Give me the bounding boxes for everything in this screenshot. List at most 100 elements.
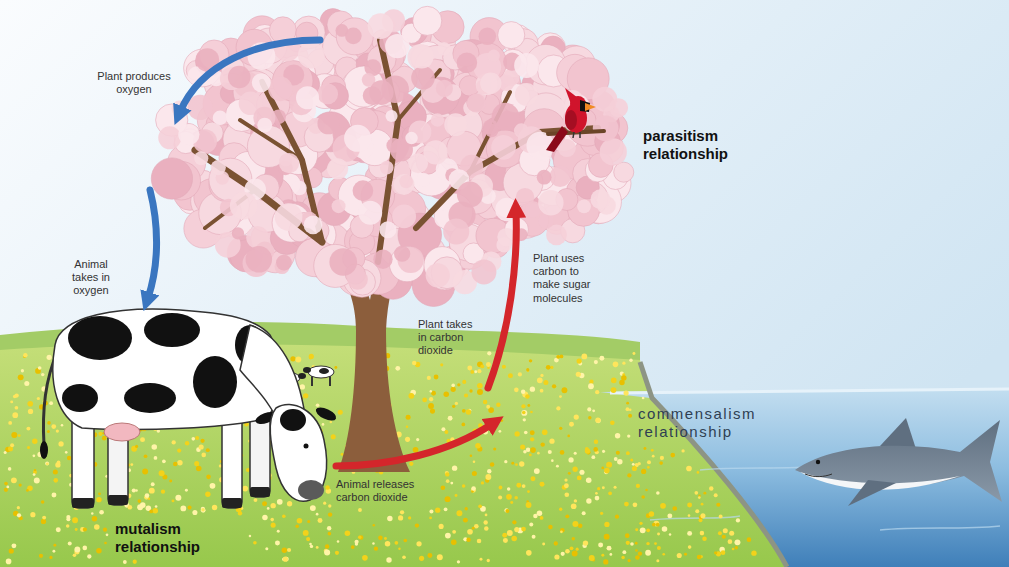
flower bbox=[595, 417, 600, 422]
flower bbox=[604, 468, 610, 474]
blossom bbox=[538, 190, 563, 215]
flower bbox=[23, 353, 27, 357]
flower bbox=[74, 547, 80, 553]
flower bbox=[647, 460, 651, 464]
flower bbox=[568, 457, 573, 462]
flower bbox=[485, 514, 488, 517]
flower bbox=[404, 539, 408, 543]
flower bbox=[354, 540, 358, 544]
blossom bbox=[392, 205, 416, 229]
flower bbox=[572, 521, 578, 527]
flower bbox=[525, 394, 530, 399]
flower bbox=[565, 514, 569, 518]
flower bbox=[387, 516, 392, 521]
blossom bbox=[407, 44, 433, 70]
flower bbox=[318, 518, 323, 523]
flower bbox=[632, 352, 635, 355]
flower bbox=[681, 449, 684, 452]
flower bbox=[589, 380, 593, 384]
flower bbox=[537, 510, 543, 516]
flower bbox=[540, 482, 545, 487]
flower bbox=[106, 533, 109, 536]
flower bbox=[656, 491, 660, 495]
flower bbox=[444, 430, 448, 434]
flower bbox=[526, 368, 529, 371]
flower bbox=[514, 496, 518, 500]
flower bbox=[4, 451, 7, 454]
flower bbox=[66, 515, 70, 519]
blossom bbox=[151, 158, 192, 199]
flower bbox=[434, 375, 439, 380]
blossom bbox=[537, 170, 552, 185]
flower bbox=[477, 383, 483, 389]
flower bbox=[142, 469, 148, 475]
flower bbox=[526, 550, 532, 556]
flower bbox=[47, 421, 51, 425]
flower bbox=[617, 459, 622, 464]
gas-cycle-arrows bbox=[148, 40, 516, 466]
flower bbox=[596, 418, 601, 423]
flower bbox=[287, 501, 292, 506]
flower bbox=[588, 416, 591, 419]
flower bbox=[570, 546, 574, 550]
flower bbox=[238, 511, 242, 515]
flower bbox=[328, 504, 331, 507]
flower bbox=[586, 498, 591, 503]
flower bbox=[684, 553, 687, 556]
blossom bbox=[368, 13, 394, 39]
blossom bbox=[158, 9, 628, 294]
flower bbox=[635, 549, 637, 551]
flower bbox=[98, 432, 102, 436]
flower bbox=[374, 547, 378, 551]
flower bbox=[34, 478, 40, 484]
process-note: Plant takes in carbon dioxide bbox=[418, 318, 478, 358]
flower bbox=[627, 473, 631, 477]
flower bbox=[592, 409, 595, 412]
flower bbox=[53, 544, 56, 547]
flower bbox=[47, 355, 52, 360]
relationship-label: parasitism relationship bbox=[643, 127, 767, 163]
flower bbox=[502, 365, 506, 369]
flower bbox=[451, 384, 455, 388]
flower bbox=[520, 444, 525, 449]
flower bbox=[262, 515, 267, 520]
flower bbox=[10, 400, 13, 403]
flower bbox=[519, 461, 524, 466]
flower bbox=[647, 466, 650, 469]
flower bbox=[270, 503, 275, 508]
tree bbox=[151, 6, 633, 472]
flower bbox=[378, 536, 383, 541]
blossom bbox=[413, 6, 442, 35]
flower bbox=[185, 441, 189, 445]
flower bbox=[128, 505, 133, 510]
flower bbox=[478, 504, 482, 508]
flower bbox=[416, 438, 419, 441]
flower bbox=[462, 409, 466, 413]
flower bbox=[152, 508, 158, 514]
flower bbox=[24, 381, 29, 386]
flower bbox=[615, 515, 619, 519]
flower bbox=[201, 508, 204, 511]
flower bbox=[249, 535, 251, 537]
flower bbox=[469, 389, 472, 392]
flower bbox=[395, 541, 399, 545]
flower bbox=[595, 492, 598, 495]
flower bbox=[177, 448, 181, 452]
flower bbox=[529, 523, 533, 527]
flower bbox=[485, 474, 491, 480]
flower bbox=[645, 489, 648, 492]
flower bbox=[627, 434, 630, 437]
flower bbox=[625, 533, 630, 538]
flower bbox=[659, 461, 663, 465]
flower bbox=[322, 423, 325, 426]
blossom bbox=[385, 34, 409, 58]
blossom bbox=[358, 201, 382, 225]
flower bbox=[629, 359, 632, 362]
flower bbox=[295, 524, 299, 528]
flower bbox=[593, 447, 598, 452]
flower bbox=[646, 528, 650, 532]
flower bbox=[98, 492, 101, 495]
flower bbox=[503, 538, 508, 543]
flower bbox=[67, 456, 71, 460]
